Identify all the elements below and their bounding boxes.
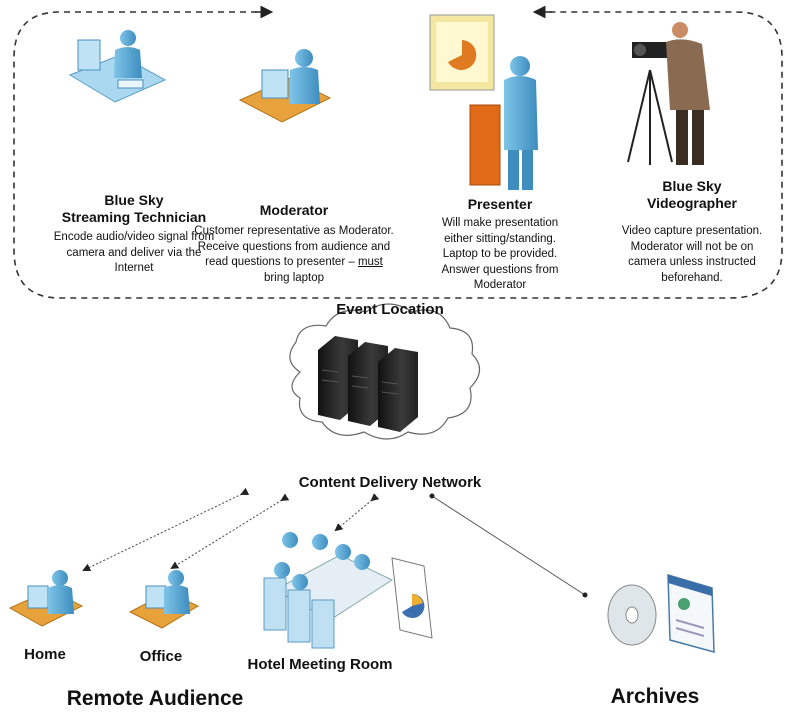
link-office xyxy=(170,493,290,570)
technician-workstation-icon xyxy=(68,30,167,103)
event-location-label: Event Location xyxy=(336,301,444,318)
moderator-icon xyxy=(238,49,332,123)
archive-webpage-icon xyxy=(667,573,715,653)
videographer-title-line1: Blue Sky xyxy=(662,178,722,194)
technician-description: Encode audio/video signal from camera an… xyxy=(53,231,215,275)
moderator-desc-part1: Customer representative as Moderator. Re… xyxy=(194,225,394,269)
moderator-description: Customer representative as Moderator. Re… xyxy=(194,224,394,286)
link-hotel xyxy=(334,493,380,532)
moderator-desc-underlined: must xyxy=(357,256,383,269)
server-rack-icon xyxy=(318,336,418,432)
office-workstation-icon xyxy=(128,570,200,629)
presenter-description: Will make presentation either sitting/st… xyxy=(441,217,559,292)
remote-audience-label: Remote Audience xyxy=(66,687,244,710)
home-workstation-icon xyxy=(8,570,84,627)
presenter-title: Presenter xyxy=(467,196,533,212)
cd-disc-icon xyxy=(607,584,657,646)
report-document-icon xyxy=(391,557,433,639)
office-label: Office xyxy=(139,648,183,665)
event-location-boundary xyxy=(13,11,783,299)
videographer-title: Blue Sky Videographer xyxy=(614,178,770,212)
cdn-label: Content Delivery Network xyxy=(298,474,482,491)
videographer-camera-icon xyxy=(627,22,710,165)
moderator-desc-part2: bring laptop xyxy=(263,271,325,284)
videographer-description: Video capture presentation. Moderator wi… xyxy=(621,225,763,284)
hotel-meeting-room-icon xyxy=(263,532,394,649)
technician-title-line2: Streaming Technician xyxy=(61,208,207,225)
technician-title-line1: Blue Sky xyxy=(104,192,164,208)
videographer-title-line2: Videographer xyxy=(647,194,737,211)
home-label: Home xyxy=(24,646,66,663)
presenter-icon xyxy=(429,14,538,190)
archives-label: Archives xyxy=(610,685,700,708)
link-home xyxy=(82,487,250,572)
moderator-title: Moderator xyxy=(259,202,329,218)
hotel-label: Hotel Meeting Room xyxy=(247,656,393,673)
technician-title: Blue Sky Streaming Technician xyxy=(40,192,228,226)
link-archives xyxy=(429,493,588,598)
